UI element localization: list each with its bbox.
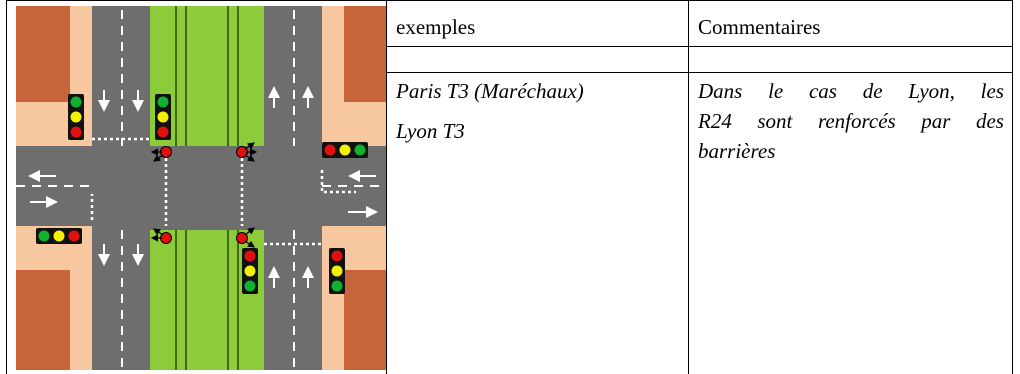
- comment-word: R24: [698, 109, 732, 133]
- traffic-light-icon: [155, 94, 171, 140]
- comment-line-2: R24 sont renforcés par des: [698, 106, 1004, 136]
- comment-word: Dans: [698, 79, 743, 103]
- comment-word: de: [862, 79, 883, 103]
- comment-line-3: barrières: [698, 136, 1004, 166]
- example-lyon: Lyon T3: [396, 119, 465, 143]
- tram-signal-icon: [150, 228, 172, 244]
- comment-word: renforcés: [817, 109, 896, 133]
- tram-signal-icon: [150, 146, 172, 162]
- table-border-right: [1012, 0, 1013, 374]
- corner-top-right: [322, 6, 386, 146]
- table-border-col1: [386, 0, 387, 374]
- arrow-icon: [28, 86, 378, 288]
- comment-word: le: [768, 79, 784, 103]
- comment-word: sont: [757, 109, 793, 133]
- tram-signal-icon: [236, 142, 258, 162]
- corner-bottom-left: [16, 226, 92, 370]
- traffic-light-icon: [36, 228, 82, 244]
- table-border-top: [6, 0, 1013, 1]
- traffic-light-icon: [68, 94, 84, 140]
- comment-word: des: [975, 109, 1004, 133]
- comment-word: les: [980, 79, 1004, 103]
- header-comments: Commentaires: [698, 15, 821, 39]
- table-border-col2: [688, 0, 689, 374]
- tram-signal-icon: [236, 227, 255, 248]
- corner-top-left: [16, 6, 92, 146]
- comment-word: cas: [808, 79, 837, 103]
- table-header-bottom: [386, 46, 1013, 47]
- table-border-left: [6, 0, 7, 374]
- corner-bottom-right: [322, 226, 386, 370]
- stop-lines: [90, 137, 356, 246]
- intersection-diagram: [16, 6, 386, 370]
- table-subheader-bottom: [386, 72, 1013, 73]
- comment-line-1: Dans le cas de Lyon, les: [698, 76, 1004, 106]
- comment-word: Lyon,: [908, 79, 955, 103]
- traffic-light-icon: [322, 142, 368, 158]
- comment-text: Dans le cas de Lyon, les R24 sont renfor…: [698, 76, 1004, 166]
- comment-word: barrières: [698, 139, 776, 163]
- lane-markings: [16, 10, 386, 370]
- comment-word: par: [921, 109, 951, 133]
- traffic-light-icon: [242, 248, 258, 294]
- traffic-light-icon: [329, 248, 345, 294]
- example-paris: Paris T3 (Maréchaux): [396, 79, 584, 103]
- header-examples: exemples: [396, 15, 476, 39]
